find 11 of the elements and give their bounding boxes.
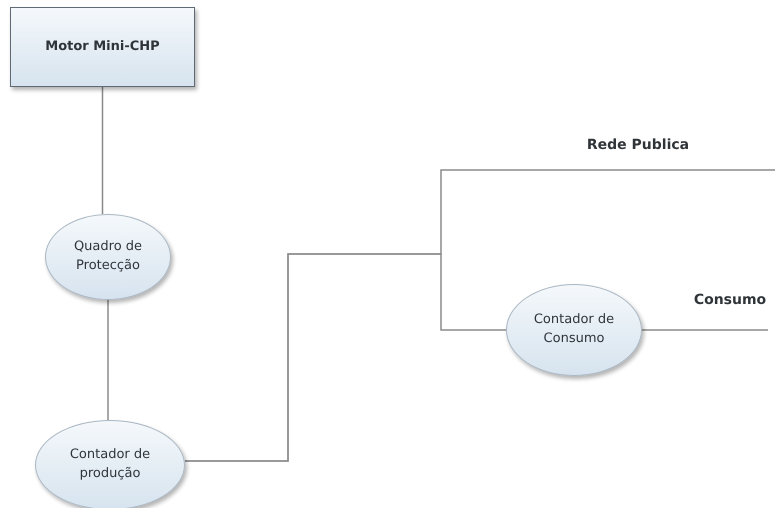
connector-line [107, 300, 109, 420]
node-label: Motor Mini-CHP [45, 38, 160, 56]
node-label: Contador de Consumo [532, 311, 616, 348]
connector-line [642, 329, 768, 331]
edge-label: Consumo [694, 292, 766, 308]
edge-label: Rede Publica [586, 137, 690, 153]
process-box [10, 7, 195, 87]
connector-line [185, 253, 506, 462]
node-label: Quadro de Protecção [72, 238, 144, 275]
node-label: Contador de produção [68, 446, 152, 483]
connector-line [102, 87, 104, 214]
